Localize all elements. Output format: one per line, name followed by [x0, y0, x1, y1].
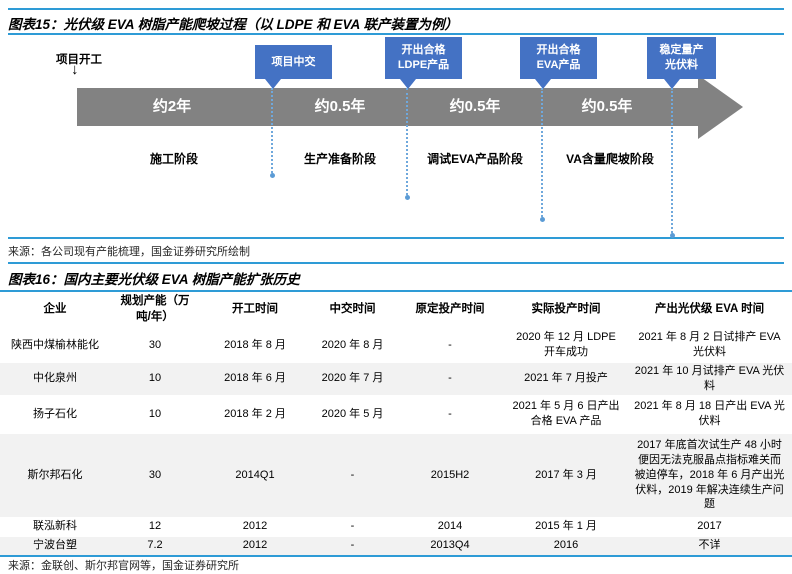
cell-planned: - [448, 338, 452, 351]
callout-line: 开出合格 [536, 44, 581, 56]
timeline-arrowhead-icon [698, 75, 743, 139]
cell-pv-eva: 2021 年 8 月 2 日试排产 EVA 光伏料 [638, 331, 781, 358]
connector-dot [269, 173, 275, 178]
table-header-row: 企业 规划产能（万吨/年） 开工时间 中交时间 原定投产时间 实际投产时间 产出… [0, 291, 792, 327]
cell-company: 联泓新科 [33, 520, 77, 533]
table-row: 宁波台塑 7.2 2012 - 2013Q4 2016 不详 [0, 536, 792, 556]
segment-duration-label: 约0.5年 [314, 98, 366, 115]
cell-capacity: 12 [148, 520, 162, 533]
figure16-source: 来源：金联创、斯尔邦官网等，国金证券研究所 [8, 560, 239, 572]
cell-planned: 2013Q4 [430, 539, 470, 552]
cell-handover: - [350, 468, 355, 481]
cell-start: 2018 年 2 月 [224, 407, 286, 420]
cell-start: 2018 年 6 月 [224, 372, 286, 385]
callout-line: 光伏料 [665, 59, 698, 71]
connector-dot [669, 233, 675, 238]
cell-company: 斯尔邦石化 [27, 468, 83, 481]
cell-company: 扬子石化 [33, 407, 77, 420]
cell-start: 2018 年 8 月 [224, 338, 286, 351]
table-row: 斯尔邦石化 30 2014Q1 - 2015H2 2017 年 3 月 2017… [0, 433, 792, 517]
callout-line: 项目中交 [271, 55, 316, 68]
milestone-callout-project-handover: 项目中交 [255, 45, 332, 89]
down-arrow-icon: ↓ [71, 61, 79, 78]
cell-pv-eva: 不详 [698, 539, 721, 552]
col-header-company: 企业 [43, 302, 67, 315]
cell-company: 宁波台塑 [33, 539, 77, 552]
connector-line [404, 88, 410, 200]
divider-above-title16 [8, 262, 784, 264]
divider-top [8, 8, 784, 10]
connector-dot [404, 195, 410, 200]
stage-label-eva-debug: 调试EVA产品阶段 [427, 152, 523, 166]
cell-pv-eva: 2021 年 10 月试排产 EVA 光伏料 [634, 365, 785, 392]
callout-line: 稳定量产 [659, 44, 704, 56]
table-row: 陕西中煤榆林能化 30 2018 年 8 月 2020 年 8 月 - 2020… [0, 327, 792, 363]
cell-capacity: 10 [148, 407, 162, 420]
cell-capacity: 7.2 [147, 539, 163, 552]
divider-under-title15 [8, 33, 784, 35]
cell-start: 2012 [242, 520, 268, 533]
cell-planned: - [448, 407, 452, 420]
connector-line [539, 88, 545, 222]
figure16-title: 图表16：国内主要光伏级 EVA 树脂产能扩张历史 [8, 272, 300, 287]
cell-pv-eva: 2021 年 8 月 18 日产出 EVA 光伏料 [634, 400, 785, 428]
callout-line: EVA产品 [536, 59, 581, 71]
col-header-handover-date: 中交时间 [329, 302, 376, 315]
cell-capacity: 30 [148, 338, 162, 351]
cell-handover: - [350, 539, 355, 552]
capacity-expansion-table: 企业 规划产能（万吨/年） 开工时间 中交时间 原定投产时间 实际投产时间 产出… [0, 290, 792, 557]
segment-duration-label: 约2年 [152, 98, 192, 115]
cell-handover: 2020 年 8 月 [321, 338, 384, 351]
cell-actual: 2015 年 1 月 [535, 520, 597, 533]
cell-capacity: 30 [148, 468, 162, 481]
cell-actual: 2021 年 7 月投产 [524, 372, 608, 385]
timeline-arrow-bar [77, 88, 698, 126]
divider-above-source15 [8, 237, 784, 239]
cell-capacity: 10 [148, 372, 162, 385]
cell-company: 中化泉州 [33, 372, 77, 385]
cell-actual: 2017 年 3 月 [535, 468, 597, 481]
connector-line [269, 88, 275, 178]
milestone-callout-stable-production: 稳定量产 光伏料 [647, 37, 716, 89]
stage-label-va-ramp: VA含量爬坡阶段 [566, 152, 654, 166]
col-header-planned-production-date: 原定投产时间 [415, 302, 485, 315]
cell-pv-eva: 2017 [697, 520, 722, 533]
cell-pv-eva: 2017 年底首次试生产 48 小时便因无法克服晶点指标难关而被迫停车，2018… [634, 439, 785, 511]
connector-line [669, 88, 675, 238]
stage-label-construction: 施工阶段 [149, 152, 199, 166]
cell-actual: 2021 年 5 月 6 日产出合格 EVA 产品 [512, 400, 620, 428]
col-header-actual-production-date: 实际投产时间 [531, 302, 601, 315]
project-start-label: 项目开工 [56, 54, 102, 66]
callout-line: LDPE产品 [397, 59, 450, 71]
milestone-callout-eva-product: 开出合格 EVA产品 [520, 37, 597, 89]
cell-actual: 2016 [553, 539, 579, 552]
col-header-planned-capacity: 规划产能（万吨/年） [120, 294, 190, 323]
table-row: 扬子石化 10 2018 年 2 月 2020 年 5 月 - 2021 年 5… [0, 395, 792, 434]
cell-planned: - [448, 372, 452, 385]
cell-company: 陕西中煤榆林能化 [11, 338, 99, 351]
cell-handover: 2020 年 5 月 [321, 407, 384, 420]
cell-start: 2012 [242, 539, 268, 552]
table-row: 中化泉州 10 2018 年 6 月 2020 年 7 月 - 2021 年 7… [0, 363, 792, 395]
col-header-pv-eva-date: 产出光伏级 EVA 时间 [654, 302, 765, 315]
cell-planned: 2014 [437, 520, 463, 533]
callout-line: 开出合格 [401, 44, 446, 56]
table-row: 联泓新科 12 2012 - 2014 2015 年 1 月 2017 [0, 517, 792, 537]
milestone-callout-ldpe-product: 开出合格 LDPE产品 [385, 37, 462, 89]
connector-dot [539, 217, 545, 222]
cell-handover: - [350, 520, 355, 533]
figure15-source: 来源：各公司现有产能梳理，国金证券研究所绘制 [8, 246, 250, 258]
stage-label-prep: 生产准备阶段 [303, 152, 377, 166]
cell-handover: 2020 年 7 月 [321, 372, 384, 385]
figure15-title: 图表15：光伏级 EVA 树脂产能爬坡过程（以 LDPE 和 EVA 联产装置为… [8, 17, 459, 32]
segment-duration-label: 约0.5年 [581, 98, 633, 115]
cell-actual: 2020 年 12 月 LDPE 开车成功 [516, 331, 616, 358]
segment-duration-label: 约0.5年 [449, 98, 501, 115]
cell-planned: 2015H2 [430, 468, 470, 481]
col-header-start-date: 开工时间 [232, 302, 278, 315]
cell-start: 2014Q1 [235, 468, 275, 481]
